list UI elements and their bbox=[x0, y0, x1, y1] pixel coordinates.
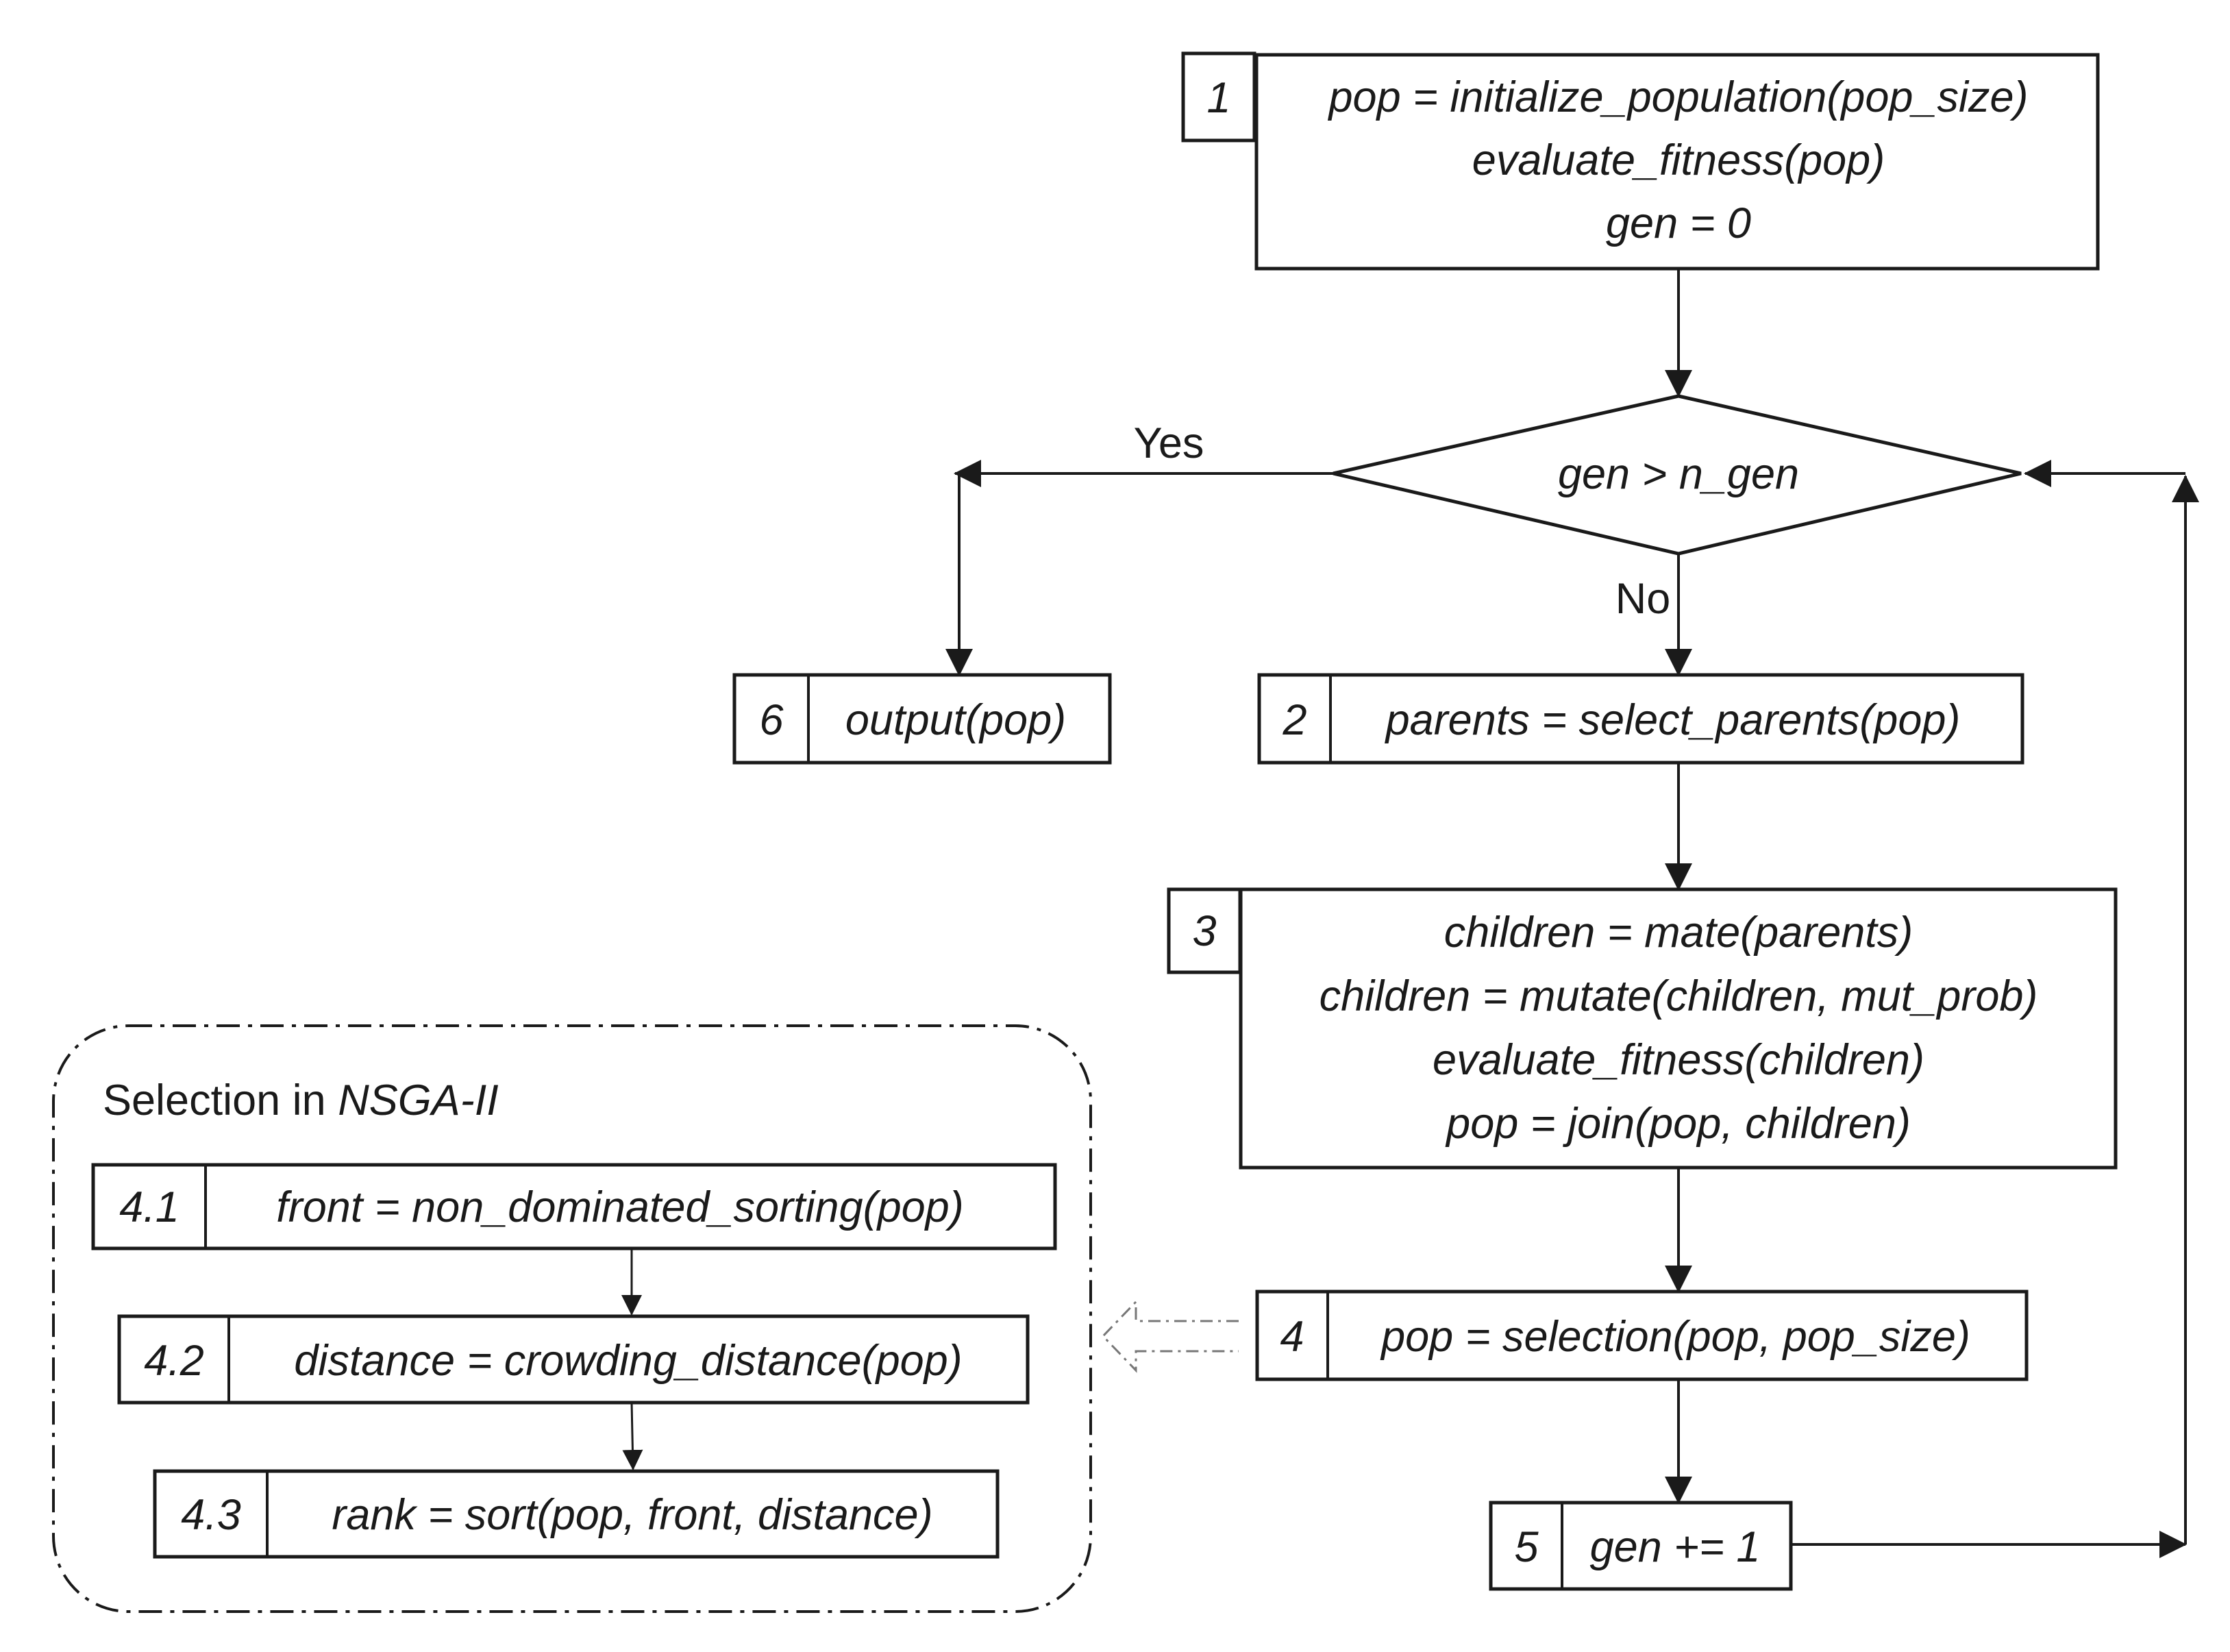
step3-line1: children = mate(parents) bbox=[1444, 909, 1913, 957]
step4-number: 4 bbox=[1280, 1313, 1304, 1361]
step1-number: 1 bbox=[1206, 74, 1230, 122]
step2-text: parents = select_parents(pop) bbox=[1385, 696, 1961, 744]
step3-number-box bbox=[1167, 887, 1242, 974]
hollow-arrow-step4-to-panel bbox=[1101, 1299, 1239, 1373]
step5-block: 5 gen += 1 bbox=[1489, 1501, 1793, 1591]
step5-number: 5 bbox=[1514, 1523, 1539, 1571]
step1-block: 1 pop = initialize_population(pop_size) … bbox=[1181, 51, 2100, 271]
step6-text: output(pop) bbox=[845, 696, 1066, 744]
step3-line4: pop = join(pop, children) bbox=[1445, 1100, 1911, 1148]
panel-step-4-2-text: distance = crowding_distance(pop) bbox=[294, 1337, 962, 1385]
step2-block: 2 parents = select_parents(pop) bbox=[1257, 673, 2024, 765]
step3-number: 3 bbox=[1192, 907, 1216, 955]
step1-number-box bbox=[1181, 51, 1256, 143]
selection-panel: Selection in NSGA-II 4.1 front = non_dom… bbox=[52, 1024, 1092, 1613]
panel-step-4-3-text: rank = sort(pop, front, distance) bbox=[332, 1491, 932, 1539]
step1-line3: gen = 0 bbox=[1606, 199, 1751, 247]
connectors bbox=[621, 269, 2199, 1558]
step4-text: pop = selection(pop, pop_size) bbox=[1380, 1313, 1970, 1361]
panel-step-4-2: 4.2 distance = crowding_distance(pop) bbox=[117, 1314, 1030, 1405]
decision-no-label: No bbox=[1615, 575, 1671, 623]
step5-text: gen += 1 bbox=[1590, 1523, 1761, 1571]
step6-number: 6 bbox=[759, 696, 784, 744]
decision-diamond bbox=[1333, 394, 2022, 556]
panel-step-4-1-number: 4.1 bbox=[119, 1183, 179, 1231]
selection-panel-title-algorithm: NSGA-II bbox=[338, 1076, 499, 1124]
step3-block: 3 children = mate(parents) children = mu… bbox=[1167, 887, 2118, 1170]
selection-panel-border bbox=[52, 1024, 1092, 1613]
step3-line3: evaluate_fitness(children) bbox=[1433, 1036, 1924, 1084]
decision-block: gen > n_gen Yes No bbox=[1134, 394, 2022, 623]
step6-block: 6 output(pop) bbox=[732, 673, 1112, 765]
step1-line2: evaluate_fitness(pop) bbox=[1472, 136, 1885, 184]
decision-condition: gen > n_gen bbox=[1558, 450, 1799, 498]
step2-number: 2 bbox=[1282, 696, 1306, 744]
panel-step-4-3-number: 4.3 bbox=[181, 1491, 241, 1539]
arrow-decision-yes-to-step6 bbox=[945, 472, 1333, 676]
arrow-4-2-to-4-3 bbox=[622, 1402, 643, 1470]
step3-line2: children = mutate(children, mut_prob) bbox=[1320, 972, 2038, 1020]
step1-line1: pop = initialize_population(pop_size) bbox=[1328, 73, 2029, 121]
panel-step-4-2-number: 4.2 bbox=[144, 1337, 204, 1385]
panel-step-4-3: 4.3 rank = sort(pop, front, distance) bbox=[153, 1469, 1000, 1559]
selection-panel-title-prefix: Selection in bbox=[103, 1076, 338, 1124]
decision-yes-label: Yes bbox=[1134, 419, 1204, 467]
selection-panel-title: Selection in NSGA-II bbox=[103, 1076, 499, 1124]
panel-step-4-1: 4.1 front = non_dominated_sorting(pop) bbox=[91, 1163, 1057, 1250]
step4-block: 4 pop = selection(pop, pop_size) bbox=[1255, 1290, 2029, 1381]
panel-step-4-1-text: front = non_dominated_sorting(pop) bbox=[276, 1183, 963, 1231]
